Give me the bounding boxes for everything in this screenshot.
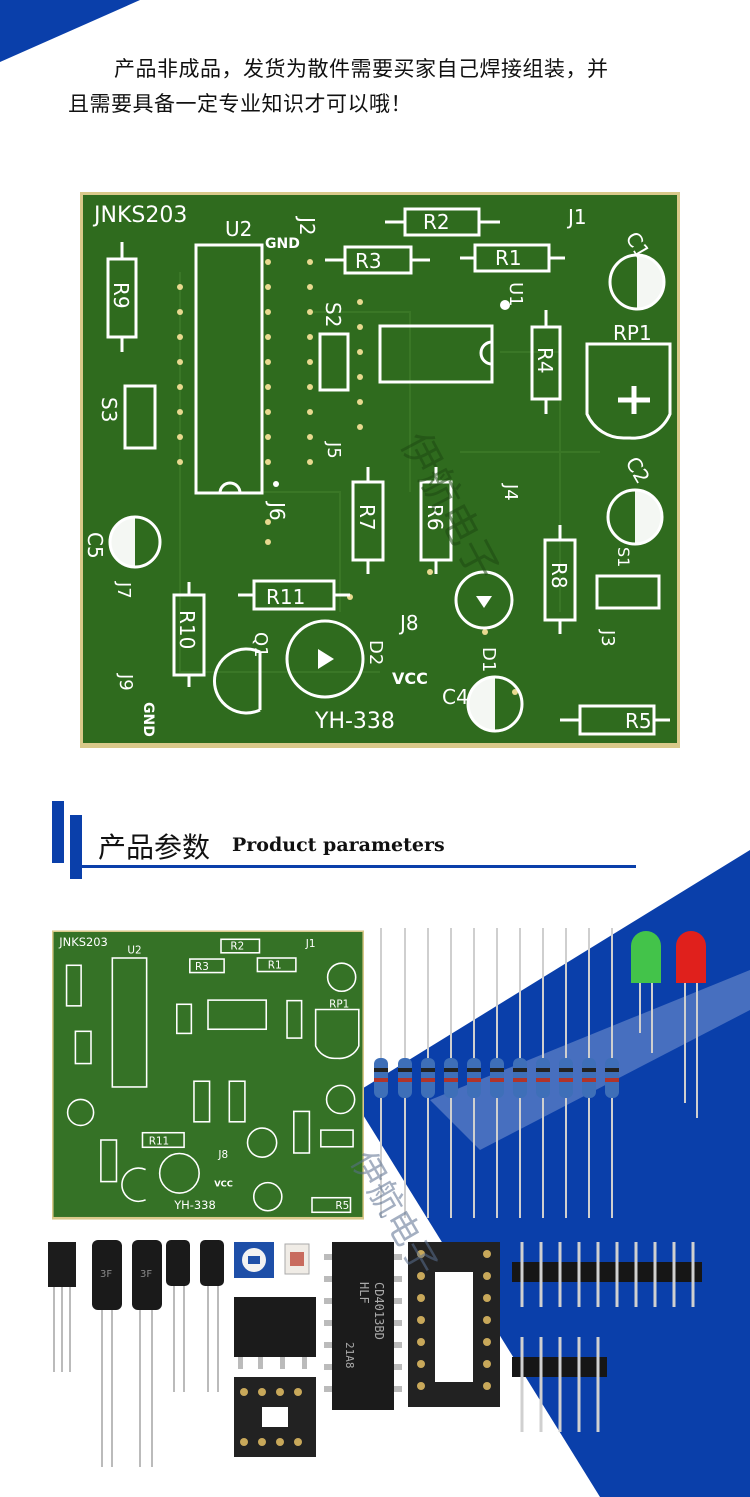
- dip8-socket: [234, 1377, 316, 1457]
- pcb-label-j2: J2: [295, 215, 319, 236]
- pcb-label-d2: D2: [365, 640, 386, 665]
- small-pcb-label-j1: J1: [305, 938, 316, 950]
- ic-marking-3: 21A8: [343, 1342, 356, 1369]
- watermark-lower: 伊航电子: [342, 1145, 445, 1283]
- notice-line-1: 产品非成品，发货为散件需要买家自己焊接组装，并: [114, 57, 609, 81]
- pcb-label-j3: J3: [597, 629, 618, 647]
- potentiometer: [234, 1242, 274, 1278]
- pcb-label-r6: R6: [423, 504, 447, 531]
- pcb-label-r1: R1: [495, 246, 522, 270]
- transistor: [48, 1242, 76, 1372]
- pcb-label-r5: R5: [625, 709, 652, 733]
- pcb-label-gnd-top: GND: [265, 236, 300, 252]
- ic-marking-1: CD4013BD: [372, 1282, 386, 1340]
- ic-marking-2: HLF: [357, 1282, 371, 1304]
- pcb-label-j7: J7: [113, 581, 134, 599]
- small-pcb-label-r2: R2: [230, 941, 244, 953]
- pcb-label-c5: C5: [83, 532, 107, 559]
- pcb-label-r3: R3: [355, 249, 382, 273]
- small-pcb-board-name: JNKS203: [58, 935, 108, 949]
- pcb-label-q1: Q1: [250, 632, 271, 658]
- pcb-label-u1: U1: [505, 282, 526, 307]
- small-pcb-label-u2: U2: [127, 944, 141, 956]
- pcb-board-small: JNKS203 U2 R2 J1 R3 R1 RP1 R11 J8 VCC YH…: [52, 930, 364, 1220]
- small-pcb-label-r1: R1: [268, 959, 282, 971]
- pcb-label-s1: S1: [614, 547, 633, 567]
- small-pcb-label-rp1: RP1: [329, 998, 349, 1010]
- pcb-label-c4: C4: [442, 685, 469, 709]
- pcb-label-r2: R2: [423, 210, 450, 234]
- pcb-model: YH-338: [314, 709, 395, 734]
- small-pcb-label-vcc: VCC: [214, 1178, 233, 1188]
- pcb-label-j9: J9: [115, 673, 136, 691]
- red-led: [676, 931, 706, 983]
- pcb-label-j1: J1: [566, 205, 587, 229]
- pin-header-short: [512, 1337, 607, 1432]
- cd4013-ic: CD4013BD HLF 21A8: [324, 1242, 402, 1410]
- capacitor-marking-1: 3F: [100, 1269, 112, 1280]
- pcb-label-j8: J8: [398, 611, 419, 635]
- dip8-ic: [234, 1297, 316, 1369]
- led-green-and-red: [631, 931, 706, 1118]
- pcb-label-r9: R9: [109, 282, 133, 309]
- pcb-label-j5: J5: [323, 441, 344, 459]
- push-button: [284, 1243, 310, 1275]
- small-pcb-label-r3: R3: [195, 961, 209, 973]
- pcb-label-rp1: RP1: [613, 321, 652, 345]
- corner-triangle-decoration: [0, 0, 140, 62]
- section-title-cn: 产品参数: [98, 831, 211, 864]
- watermark-lower-text: 伊航电子: [342, 1145, 445, 1283]
- green-led: [631, 931, 661, 983]
- pin-pads-column: [177, 259, 518, 695]
- pcb-label-r8: R8: [547, 562, 571, 589]
- pcb-label-d1: D1: [478, 647, 499, 672]
- components-group: 3F 3F CD4013BD HLF 21A8: [48, 1240, 702, 1467]
- electrolytic-capacitors: 3F 3F: [92, 1240, 224, 1467]
- pcb-label-u2: U2: [225, 217, 252, 241]
- capacitor-marking-2: 3F: [140, 1269, 152, 1280]
- pin-header-long: [512, 1242, 702, 1307]
- pcb-label-j4: J4: [500, 483, 521, 501]
- small-pcb-label-r11: R11: [149, 1136, 169, 1148]
- notice-line-2: 且需要具备一定专业知识才可以哦！: [68, 92, 412, 116]
- pcb-label-gnd-bottom: GND: [140, 702, 156, 737]
- section-title-en: Product parameters: [232, 834, 445, 856]
- u2-outline: [194, 243, 264, 495]
- pcb-board-name: JNKS203: [92, 203, 187, 228]
- pcb-label-s3: S3: [97, 397, 121, 422]
- small-pcb-model: YH-338: [173, 1198, 216, 1212]
- pcb-label-j6: J6: [265, 500, 289, 521]
- pcb-board-large: JNKS203 U2 GND J2 R2 J1 R3 R1 C1 U1 RP1 …: [80, 192, 680, 748]
- product-notice: 产品非成品，发货为散件需要买家自己焊接组装，并 且需要具备一定专业知识才可以哦！: [68, 52, 708, 122]
- small-pcb-label-j8: J8: [217, 1149, 228, 1161]
- section-header: [0, 795, 750, 885]
- pcb-label-r4: R4: [533, 347, 557, 374]
- pcb-label-vcc: VCC: [392, 669, 428, 688]
- pcb-label-r7: R7: [355, 504, 379, 531]
- small-pcb-label-r5: R5: [335, 1200, 349, 1212]
- pcb-label-r10: R10: [175, 610, 199, 649]
- dip14-socket: [408, 1242, 500, 1407]
- resistors-group: [374, 928, 619, 1218]
- pcb-label-r11: R11: [266, 585, 305, 609]
- pcb-label-s2: S2: [321, 302, 345, 327]
